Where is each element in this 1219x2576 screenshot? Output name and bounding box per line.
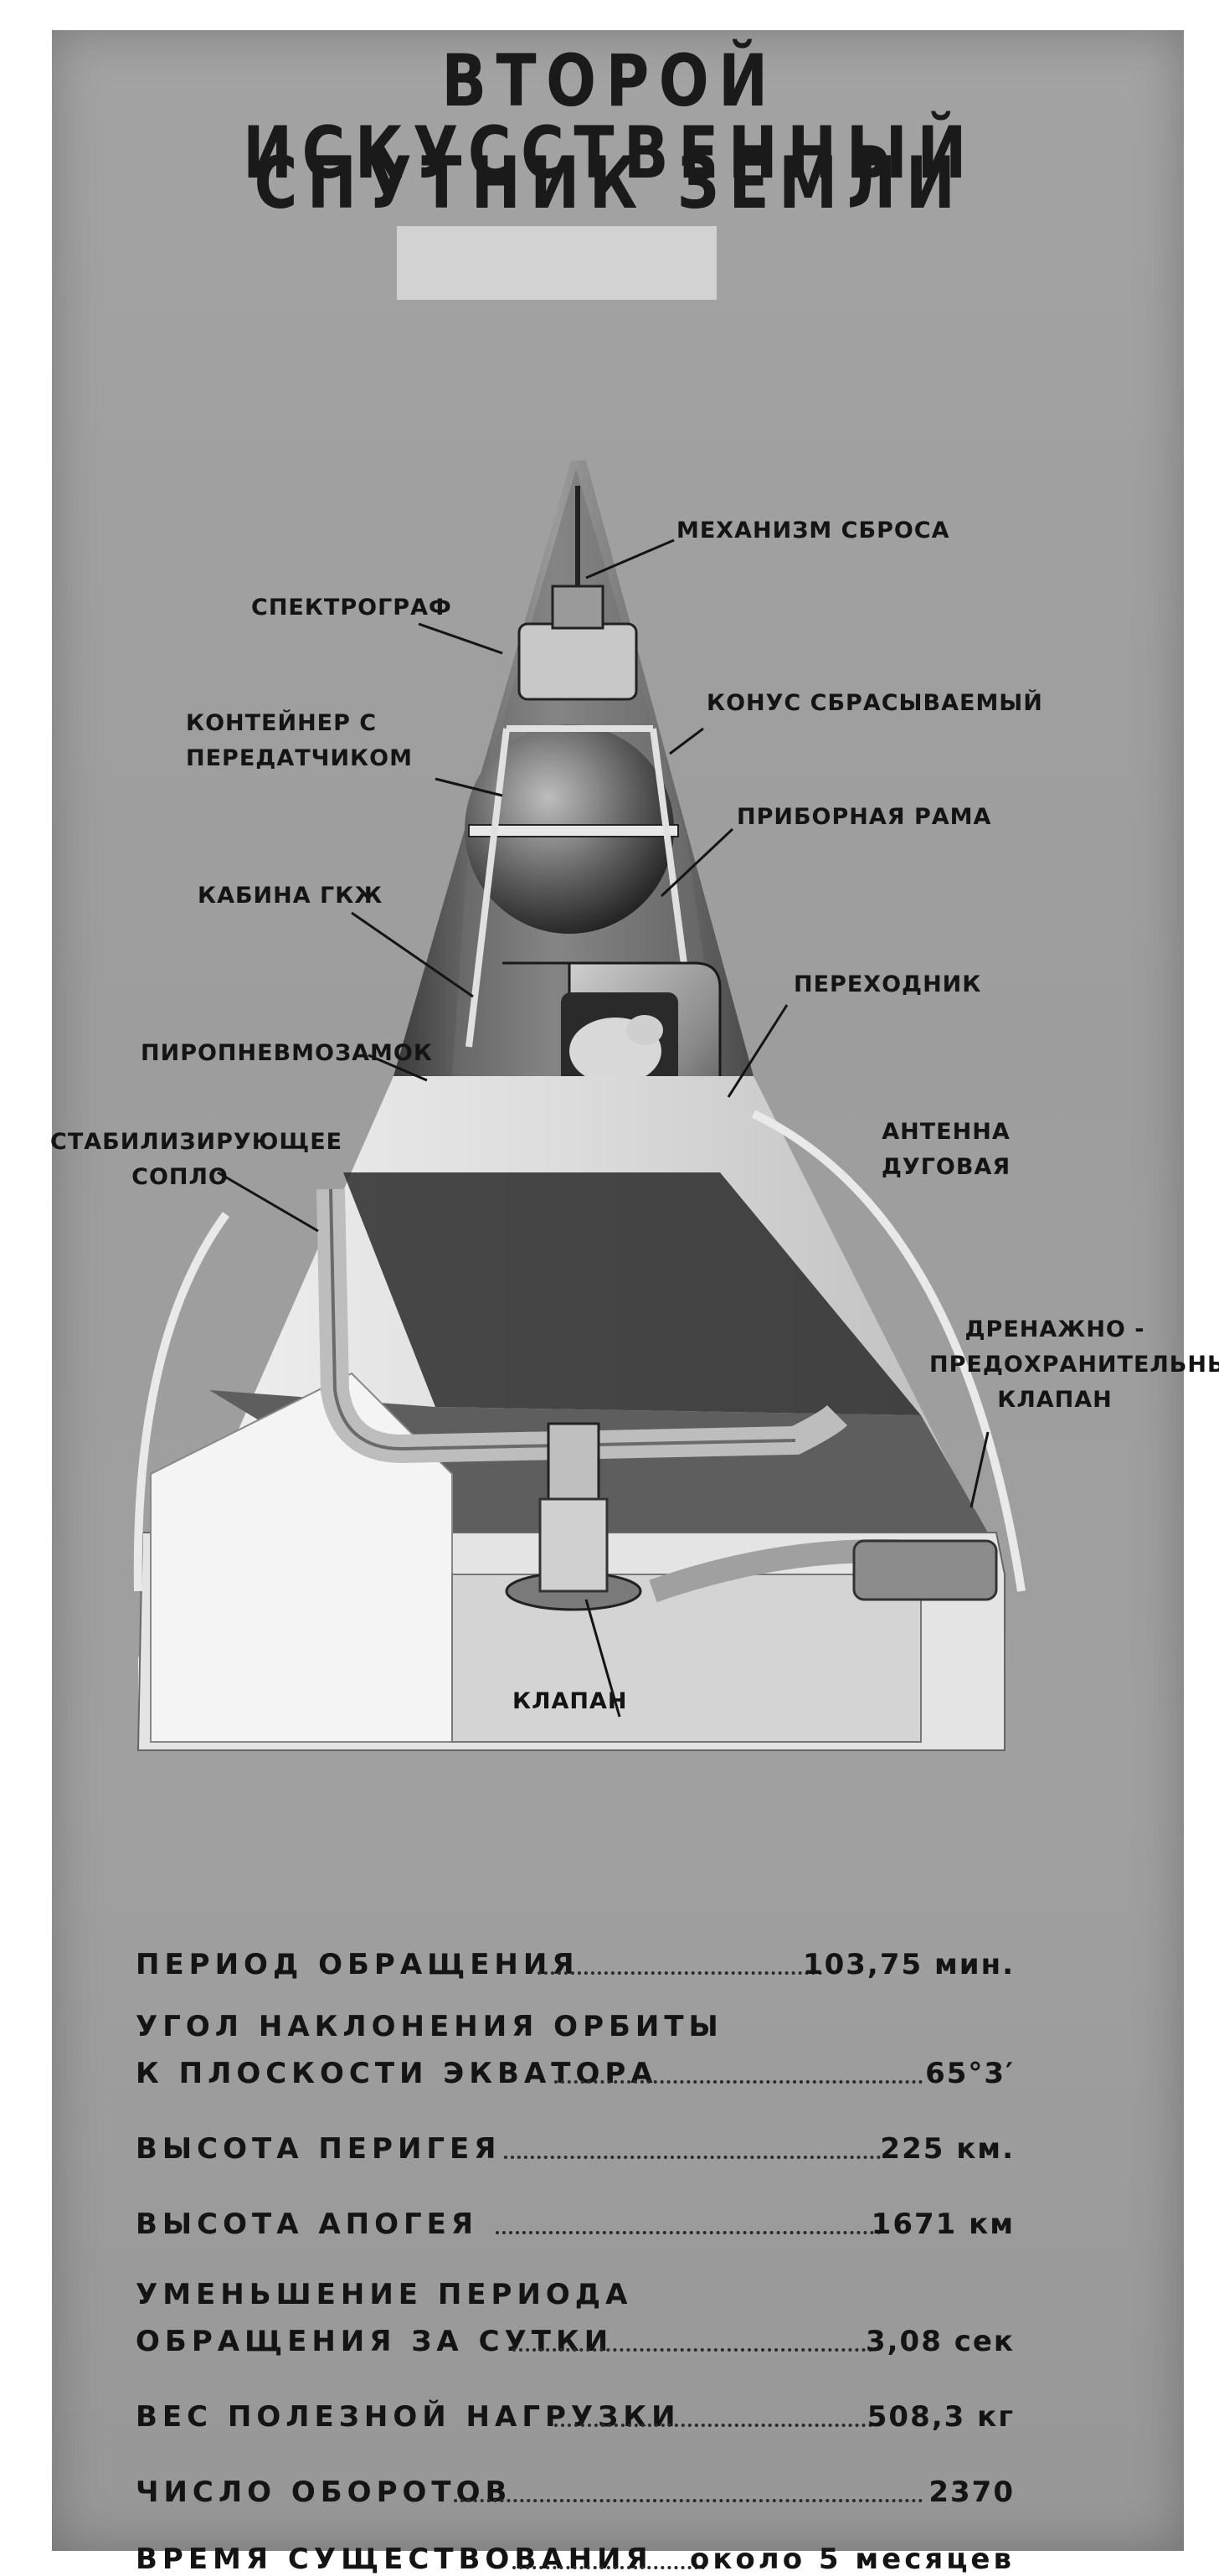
stat-value-apogee: 1671 км [871, 2208, 1015, 2241]
stat-value-perigee: 225 км. [880, 2132, 1015, 2166]
satellite-body-shape [136, 1076, 1006, 1751]
label-drain-valve-line-3: КЛАПАН [997, 1387, 1113, 1413]
leader-dots [554, 2424, 872, 2427]
poster-title-line-2: СПУТНИК ЗЕМЛИ [254, 142, 965, 225]
stat-row-payload: ВЕС ПОЛЕЗНОЙ НАГРУЗКИ 508,3 кг [136, 2395, 1015, 2434]
stat-label-period: ПЕРИОД ОБРАЩЕНИЯ [136, 1948, 579, 1981]
stat-label-payload: ВЕС ПОЛЕЗНОЙ НАГРУЗКИ [136, 2400, 681, 2434]
poster-title-line-1: ВТОРОЙ ИСКУССТВЕННЫЙ [243, 39, 976, 195]
leader-dots [454, 2499, 923, 2502]
spectrograph-shape [517, 486, 638, 701]
leader-dots [512, 2566, 705, 2569]
stat-value-orbits: 2370 [928, 2476, 1015, 2509]
leader-dots [504, 2156, 881, 2159]
leader-dots [496, 2231, 881, 2234]
stat-label-inclination-line-1: УГОЛ НАКЛОНЕНИЯ ОРБИТЫ [136, 2010, 723, 2043]
leader-dots [554, 2080, 923, 2084]
label-adapter: ПЕРЕХОДНИК [794, 971, 982, 997]
label-ejected-cone: КОНУС СБРАСЫВАЕМЫЙ [707, 690, 1043, 716]
stat-label-apogee: ВЫСОТА АПОГЕЯ [136, 2208, 479, 2241]
stat-value-lifetime: около 5 месяцев [690, 2543, 1015, 2576]
stat-label-orbits: ЧИСЛО ОБОРОТОВ [136, 2476, 512, 2509]
stat-row-period: ПЕРИОД ОБРАЩЕНИЯ 103,75 мин. [136, 1943, 1015, 1981]
label-spectrograph: СПЕКТРОГРАФ [251, 595, 452, 621]
stat-row-decay: ОБРАЩЕНИЯ ЗА СУТКИ 3,08 сек [136, 2320, 1015, 2358]
stat-value-inclination: 65°3′ [925, 2057, 1015, 2090]
arc-antenna-shape [133, 1110, 1026, 1592]
stat-row-apogee: ВЫСОТА АПОГЕЯ 1671 км [136, 2202, 1015, 2241]
label-container-line-1: КОНТЕЙНЕР С [186, 710, 378, 736]
label-drain-valve-line-2: ПРЕДОХРАНИТЕЛЬНЫЙ [929, 1352, 1219, 1378]
stat-value-decay: 3,08 сек [865, 2325, 1015, 2358]
label-leader-lines [217, 538, 990, 1718]
piping-shape [316, 1188, 998, 1611]
stat-label-decay-line-2: ОБРАЩЕНИЯ ЗА СУТКИ [136, 2325, 614, 2358]
label-nozzle-line-2: СОПЛО [131, 1164, 229, 1190]
stat-row-inclination: К ПЛОСКОСТИ ЭКВАТОРА 65°3′ [136, 2052, 1015, 2090]
label-release-mechanism: МЕХАНИЗМ СБРОСА [676, 518, 950, 544]
stat-label-lifetime: ВРЕМЯ СУЩЕСТВОВАНИЯ [136, 2543, 653, 2576]
stat-label-decay-line-1: УМЕНЬШЕНИЕ ПЕРИОДА [136, 2278, 633, 2311]
leader-dots [537, 1971, 822, 1975]
blank-label-patch [397, 226, 717, 300]
stat-row-lifetime: ВРЕМЯ СУЩЕСТВОВАНИЯ около 5 месяцев [136, 2537, 1015, 2576]
stat-value-payload: 508,3 кг [867, 2400, 1015, 2434]
label-cabin: КАБИНА ГКЖ [198, 883, 383, 909]
stat-row-orbits: ЧИСЛО ОБОРОТОВ 2370 [136, 2470, 1015, 2509]
label-drain-valve-line-1: ДРЕНАЖНО - [964, 1316, 1145, 1342]
valve-shape [547, 1422, 600, 1501]
stat-value-period: 103,75 мин. [802, 1948, 1015, 1981]
transmitter-sphere-shape [465, 724, 679, 934]
stat-row-perigee: ВЫСОТА ПЕРИГЕЯ 225 км. [136, 2127, 1015, 2166]
label-pyro-lock: ПИРОПНЕВМОЗАМОК [141, 1040, 433, 1066]
label-instrument-frame: ПРИБОРНАЯ РАМА [737, 804, 992, 830]
label-container-line-2: ПЕРЕДАТЧИКОМ [186, 745, 413, 771]
label-antenna-line-1: АНТЕННА [882, 1119, 1011, 1145]
label-valve: КЛАПАН [512, 1688, 628, 1714]
leader-dots [512, 2348, 872, 2352]
stat-label-inclination-line-2: К ПЛОСКОСТИ ЭКВАТОРА [136, 2057, 658, 2090]
stat-label-perigee: ВЫСОТА ПЕРИГЕЯ [136, 2132, 501, 2166]
label-nozzle-line-1: СТАБИЛИЗИРУЮЩЕЕ [50, 1129, 343, 1155]
label-antenna-line-2: ДУГОВАЯ [881, 1154, 1011, 1180]
